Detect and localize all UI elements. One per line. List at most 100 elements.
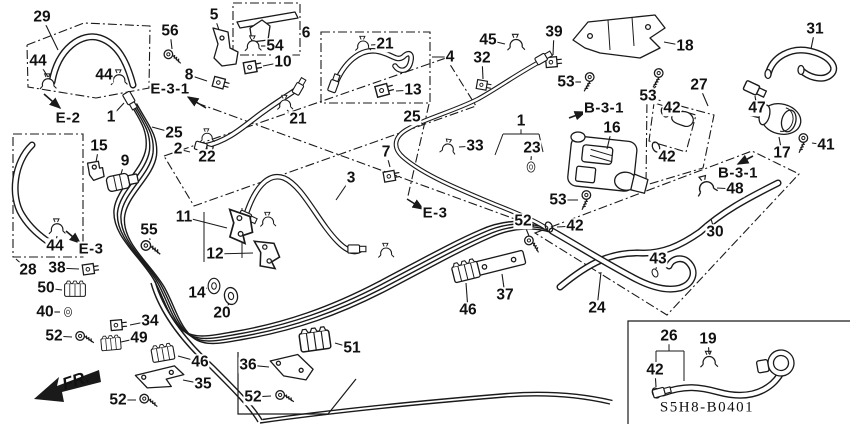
part-callout-27: 27: [689, 76, 709, 94]
part-callout-23: 23: [522, 139, 542, 157]
part-callout-39: 39: [544, 23, 564, 41]
clamp-22: [199, 128, 216, 143]
ref-arrow-B-3-1: [736, 154, 754, 165]
bracket-18-hole1: [586, 32, 594, 40]
clamp-44-c: [48, 218, 67, 235]
bolt-53-c: [580, 189, 592, 211]
fuel-pipe-branch-lower: [150, 280, 613, 424]
part-callout-3: 3: [345, 169, 357, 187]
ref-callout-B-3-1: B-3-1: [582, 99, 626, 117]
bracket-lines-26: [655, 343, 685, 381]
part-callout-2: 2: [172, 140, 184, 158]
bracket-lines-1: [494, 129, 544, 156]
part-callout-50: 50: [36, 279, 56, 297]
box-part-2: [163, 57, 477, 207]
construction-line-2: [407, 103, 430, 197]
construction-line-1: [196, 102, 535, 227]
clip-34: [109, 318, 128, 332]
clamp-33: [438, 137, 458, 156]
part-callout-24: 24: [587, 299, 607, 317]
clip-7: [382, 168, 402, 183]
hose-31-end: [764, 68, 772, 80]
part-callout-21: 21: [375, 35, 395, 53]
bracket-36: [269, 353, 314, 381]
joint-9: [105, 172, 140, 192]
part-callout-20: 20: [212, 304, 232, 322]
canister-16-cap: [570, 131, 586, 143]
bolt-55: [139, 238, 164, 257]
valve-8: [211, 75, 231, 91]
ring-43: [650, 267, 660, 279]
part-callout-29: 29: [32, 8, 52, 26]
holder-50: [64, 280, 86, 297]
hose-3-fitting-r: [347, 244, 367, 254]
part-callout-53: 53: [556, 73, 576, 91]
part-callout-26: 26: [659, 327, 679, 345]
part-callout-19: 19: [698, 330, 718, 348]
part-callout-46: 46: [458, 301, 478, 319]
clamp-48: [692, 172, 719, 198]
clamp-21-b: [354, 35, 372, 52]
part-callout-25: 25: [402, 108, 422, 126]
part-callout-37: 37: [495, 286, 515, 304]
part-callout-32: 32: [472, 49, 492, 67]
vent-pipe-25: [393, 57, 549, 231]
bolt-41: [797, 132, 809, 154]
part-callout-10: 10: [273, 53, 293, 71]
ref-arrow-E-3: [65, 230, 82, 245]
part-callout-4: 4: [444, 48, 456, 66]
reference-boxes: [12, 2, 850, 424]
box-part-26: [627, 320, 850, 424]
bracket-5-hole: [219, 35, 225, 41]
part-callout-30: 30: [705, 223, 725, 241]
ref-callout-B-3-1: B-3-1: [716, 164, 760, 182]
joint-10: [242, 59, 264, 75]
holder-51: [297, 325, 332, 353]
valve-13: [374, 81, 396, 98]
part-callout-16: 16: [602, 119, 622, 137]
bracket-18-ribs: [607, 16, 635, 51]
part-callout-43: 43: [648, 250, 668, 268]
part-callout-17: 17: [772, 144, 792, 162]
bracket-5: [212, 27, 239, 67]
part-callout-42: 42: [565, 217, 585, 235]
fr-arrow-icon: [34, 370, 101, 402]
clamp-21-c: [259, 211, 277, 228]
clip-38: [81, 262, 101, 276]
connector-26: [755, 349, 795, 377]
part-callout-31: 31: [805, 20, 825, 38]
bolt-52-d: [274, 389, 297, 404]
box-part-28: [12, 133, 84, 258]
ref-arrow-E-3: [406, 198, 425, 210]
part-callout-6: 6: [300, 24, 312, 42]
box-part-6: [232, 2, 301, 56]
ref-callout-E-3: E-3: [421, 204, 449, 222]
part-callout-33: 33: [465, 137, 485, 155]
part-callout-7: 7: [380, 143, 392, 161]
part-callout-36: 36: [238, 356, 258, 374]
part-callout-14: 14: [187, 284, 207, 302]
holder-46-b: [450, 257, 482, 284]
ref-arrow-E-3-1: [186, 96, 207, 109]
part-callout-8: 8: [183, 66, 195, 84]
part-callout-44: 44: [45, 237, 65, 255]
diagram-code: S5H8-B0401: [659, 399, 755, 416]
part-callout-22: 22: [197, 148, 217, 166]
bolt-53-b: [651, 67, 665, 90]
grommet-14: [207, 277, 221, 295]
part-callout-44: 44: [94, 66, 114, 84]
hose-31: [764, 46, 838, 82]
box-part-24: [533, 150, 800, 316]
bracket-18-hole2: [644, 23, 652, 31]
part-callout-52: 52: [44, 327, 64, 345]
stay-6-bar: [236, 11, 299, 29]
clamp-45: [506, 33, 526, 51]
part-callout-9: 9: [119, 152, 131, 170]
part-callout-53: 53: [548, 191, 568, 209]
pipe-1-fitting: [121, 90, 140, 112]
bracket-35: [134, 365, 185, 389]
clamp-32: [475, 79, 493, 92]
part-callout-52: 52: [243, 388, 263, 406]
hose-4: [332, 48, 414, 88]
ref-arrow-E-2: [43, 93, 62, 110]
